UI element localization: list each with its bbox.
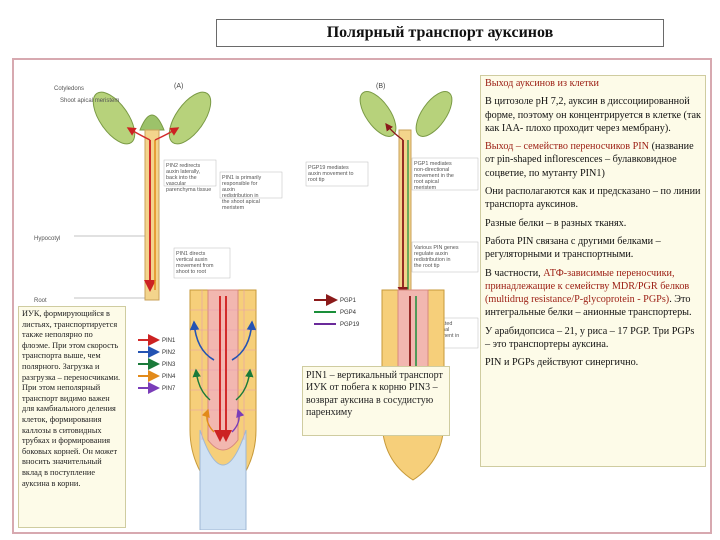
pin-legend: PIN1 PIN2 PIN3 PIN4 PIN7 <box>138 334 176 394</box>
label-cotyledons: Cotyledons <box>54 86 84 92</box>
pgp-legend: PGP1 PGP4 PGP19 <box>314 294 360 328</box>
note-nonpolar-transport: ИУК, формирующийся в листьях, транспорти… <box>18 306 126 528</box>
atp-tail: . Это интегральные белки – анионные тран… <box>485 294 692 319</box>
pin-family-body: (название от pin-shaped inflorescences –… <box>485 141 694 179</box>
paragraph-location: Они располагаются как и предсказано – по… <box>485 186 701 211</box>
note-pin-roles: PIN1 – вертикальный транспорт ИУК от поб… <box>302 366 450 436</box>
panel-b-label: (B) <box>376 83 385 90</box>
paragraph-cytosol-ph: В цитозоле pH 7,2, ауксин в диссоциирова… <box>485 96 702 134</box>
pin-family-heading: Выход – семейство переносчиков PIN <box>485 141 650 153</box>
legend-pgp1: PGP1 <box>340 298 357 304</box>
atp-lead: В частности, <box>485 267 544 279</box>
seedling-a <box>74 91 212 301</box>
page-title: Полярный транспорт ауксинов <box>216 19 664 47</box>
legend-pgp19: PGP19 <box>340 322 360 328</box>
paragraph-synergy: PIN и PGPs действуют синергично. <box>485 357 639 369</box>
paragraph-pgp-count: У арабидопсиса – 21, у риса – 17 PGP. Тр… <box>485 325 695 351</box>
right-text-column: Выход ауксинов из клетки В цитозоле pH 7… <box>480 75 706 467</box>
label-root: Root <box>34 298 47 304</box>
legend-pgp4: PGP4 <box>340 310 357 316</box>
legend-pin2: PIN2 <box>162 350 176 356</box>
heading-auxin-efflux: Выход ауксинов из клетки <box>485 78 599 89</box>
atp-heading: АТФ-зависимые переносчики, принадлежащие… <box>485 267 690 306</box>
legend-pin4: PIN4 <box>162 374 176 380</box>
legend-pin7: PIN7 <box>162 386 176 392</box>
legend-pin1: PIN1 <box>162 338 176 344</box>
legend-pin3: PIN3 <box>162 362 176 368</box>
paragraph-atp-transporters: В частности, АТФ-зависимые переносчики, … <box>485 267 701 320</box>
label-shoot-apical-meristem: Shoot apical meristem <box>60 98 119 104</box>
label-hypocotyl: Hypocotyl <box>34 236 60 242</box>
paragraph-pin-family: Выход – семейство переносчиков PIN (назв… <box>485 140 701 180</box>
root-tip-diagram <box>189 289 257 530</box>
paragraph-tissues: Разные белки – в разных тканях. <box>485 217 627 229</box>
panel-a-label: (A) <box>174 83 183 90</box>
paragraph-regulation: Работа PIN связана с другими белками – р… <box>485 235 661 261</box>
